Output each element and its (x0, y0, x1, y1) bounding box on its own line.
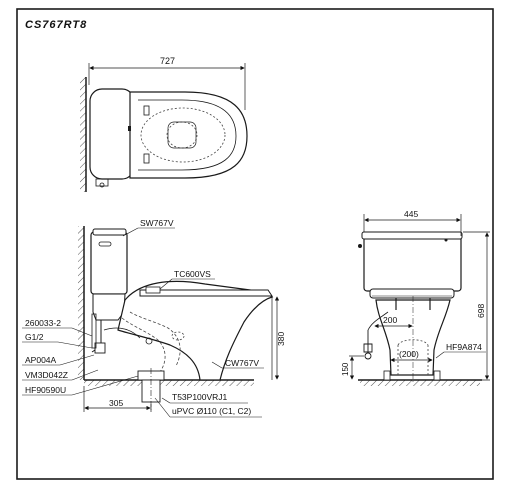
top-view-wall-hatch (80, 77, 86, 192)
sheet-border (16, 8, 494, 480)
label-part-a: 260033-2 (25, 318, 61, 328)
top-width-label: 727 (160, 56, 175, 66)
label-seat: TC600VS (174, 269, 211, 279)
side-view-wall-hatch (78, 226, 84, 380)
side-rough-in-label: 305 (109, 398, 123, 408)
front-view-tank (363, 235, 462, 292)
side-view: 380 305 SW767V TC600VS CW767V 260033-2 G… (22, 218, 286, 418)
label-part-d: HF90590U (25, 385, 66, 395)
front-view-valve (363, 330, 373, 353)
front-height-label: 698 (476, 304, 486, 318)
label-valve: HF9A874 (446, 342, 482, 352)
label-part-b: AP004A (25, 355, 57, 365)
side-height-label: 380 (276, 332, 286, 346)
front-inner-lower-label: (200) (399, 349, 419, 359)
label-part-c: VM3D042Z (25, 370, 68, 380)
label-thread: G1/2 (25, 332, 44, 342)
front-view-seat (369, 288, 455, 299)
front-supply-label: 150 (341, 362, 350, 376)
label-flange: T53P100VRJ1 (172, 392, 228, 402)
front-width-label: 445 (404, 209, 418, 219)
model-title: CS767RT8 (25, 19, 87, 31)
front-view-floor-hatch (360, 380, 480, 386)
side-view-bowl (117, 280, 274, 381)
side-view-floor-hatch (84, 380, 254, 386)
label-bowl: CW767V (225, 358, 259, 368)
top-view-tank (89, 88, 135, 180)
top-view-bowl (129, 91, 248, 179)
front-view: 445 698 200 (200) 150 HF9A874 (341, 209, 490, 386)
front-inner-label: 200 (383, 315, 397, 325)
label-tank: SW767V (140, 218, 174, 228)
side-view-tank (90, 231, 128, 295)
label-pipe: uPVC Ø110 (C1, C2) (172, 406, 251, 416)
top-view: 727 (80, 56, 248, 192)
top-view-bowl-rim (140, 107, 226, 163)
